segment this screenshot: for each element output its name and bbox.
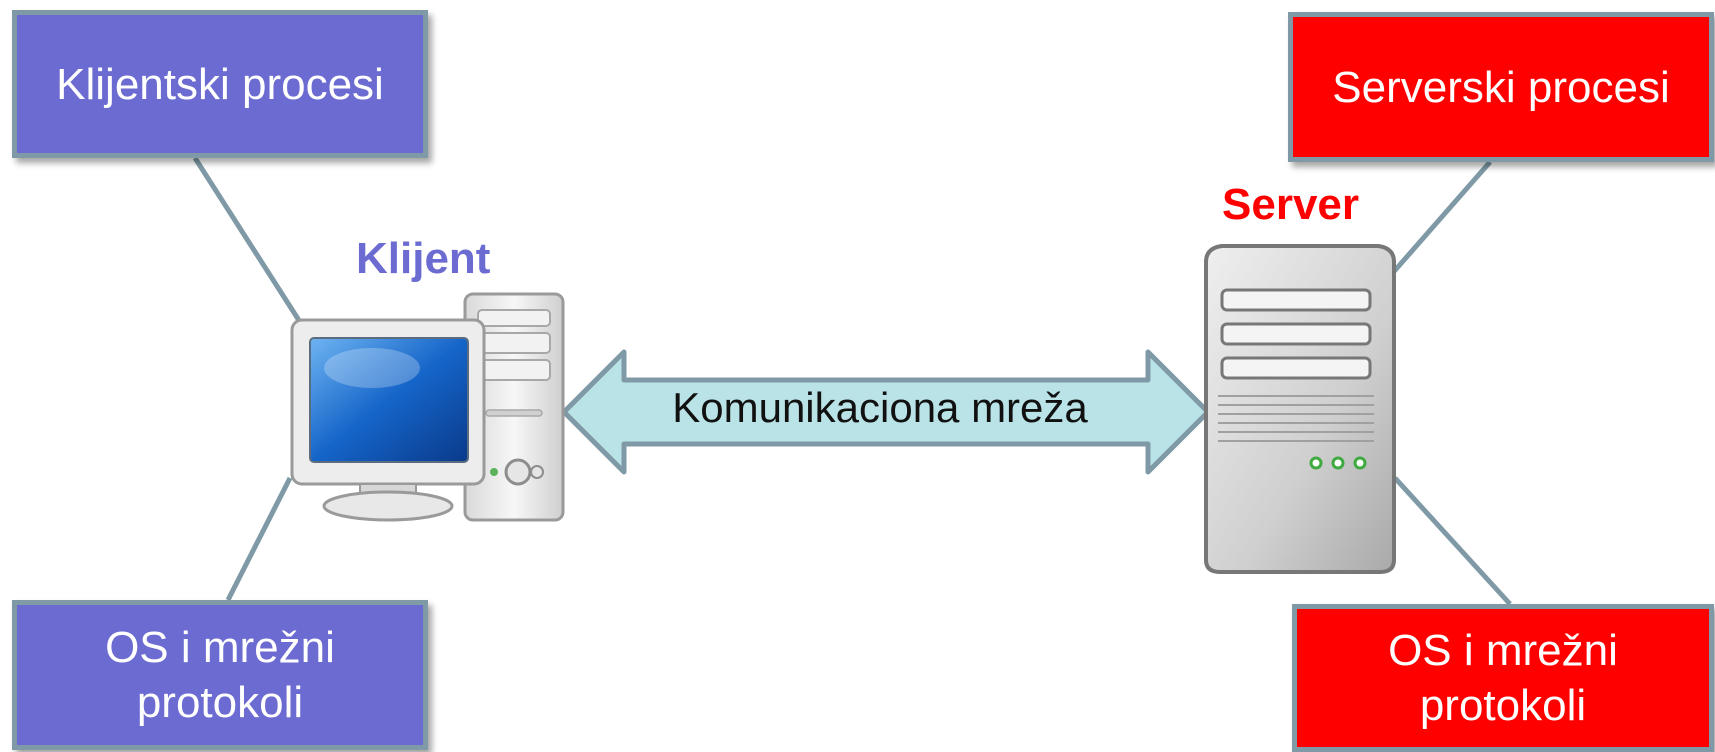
client-os-label-line2: protokoli: [136, 678, 304, 727]
network-label: Komunikaciona mreža: [672, 384, 1088, 431]
connector-client-process: [192, 156, 303, 324]
client-os-label-line1: OS i mrežni: [105, 623, 335, 672]
connector-server-process: [1388, 160, 1492, 278]
server-tower-icon: [1204, 244, 1396, 574]
client-processes-label: Klijentski procesi: [56, 59, 384, 109]
server-title: Server: [1222, 180, 1360, 229]
connector-server-os: [1393, 476, 1512, 606]
client-processes-box: Klijentski procesi: [12, 10, 428, 158]
server-os-label-line1: OS i mrežni: [1388, 626, 1618, 675]
connector-client-os: [225, 476, 293, 602]
desktop-computer-icon: [290, 292, 565, 522]
client-title: Klijent: [356, 234, 491, 283]
server-processes-label: Serverski procesi: [1332, 62, 1670, 112]
server-os-box: OS i mrežni protokoli: [1292, 604, 1714, 752]
client-os-box: OS i mrežni protokoli: [12, 600, 428, 750]
server-processes-box: Serverski procesi: [1288, 12, 1714, 162]
server-os-label-line2: protokoli: [1419, 681, 1587, 730]
